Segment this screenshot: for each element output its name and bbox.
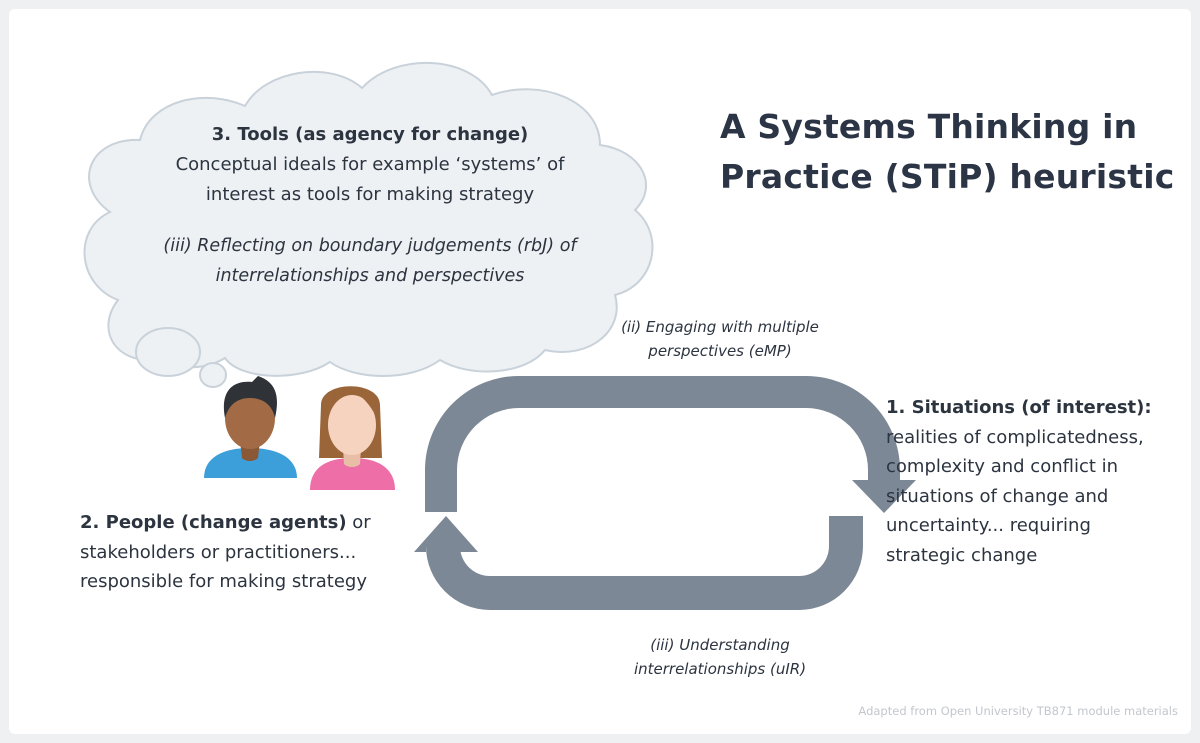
thought-cloud-shape	[83, 62, 654, 377]
tools-italic-line-2: interrelationships and perspectives	[215, 266, 525, 286]
engaging-perspectives-label: (ii) Engaging with multiple perspectives…	[570, 315, 870, 363]
tools-text-block: 3. Tools (as agency for change) Conceptu…	[120, 120, 620, 291]
page-title: A Systems Thinking in Practice (STiP) he…	[720, 102, 1180, 202]
thought-cloud-icon	[83, 62, 654, 388]
people-text-block: 2. People (change agents) or stakeholder…	[80, 508, 420, 597]
people-line-3: responsible for making strategy	[80, 571, 367, 592]
bottom-label-line-1: (iii) Understanding	[650, 636, 790, 654]
title-line-2: Practice (STiP) heuristic	[720, 157, 1175, 196]
tools-heading: 3. Tools (as agency for change)	[211, 124, 529, 145]
top-label-line-1: (ii) Engaging with multiple	[621, 318, 819, 336]
bottom-arrow-band	[414, 516, 863, 610]
source-credit: Adapted from Open University TB871 modul…	[858, 704, 1178, 718]
thought-bubble-medium	[135, 327, 201, 377]
people-heading: 2. People (change agents)	[80, 512, 347, 533]
tools-italic-line-1: (iii) Reflecting on boundary judgements …	[163, 236, 577, 256]
situations-line-2: complexity and conflict in	[886, 456, 1119, 477]
man-avatar-icon	[204, 376, 297, 478]
tools-reflection: (iii) Reflecting on boundary judgements …	[120, 231, 620, 291]
top-arrow-band	[425, 376, 916, 513]
bottom-label-line-2: interrelationships (uIR)	[633, 660, 807, 678]
situations-line-1: realities of complicatedness,	[886, 426, 1144, 448]
situations-heading: 1. Situations (of interest):	[886, 397, 1152, 418]
people-heading-tail: or	[346, 512, 371, 533]
thought-bubble-small	[199, 362, 227, 388]
situations-line-3: situations of change and	[886, 485, 1109, 507]
situations-line-4: uncertainty... requiring	[886, 515, 1091, 536]
tools-body-line-1: Conceptual ideals for example ‘systems’ …	[175, 154, 565, 175]
situations-line-5: strategic change	[886, 544, 1038, 566]
tools-body-line-2: interest as tools for making strategy	[205, 184, 535, 205]
cycle-arrows-icon	[414, 376, 916, 610]
people-line-2: stakeholders or practitioners...	[80, 541, 357, 563]
tools-description: Conceptual ideals for example ‘systems’ …	[120, 150, 620, 210]
top-label-line-2: perspectives (eMP)	[648, 342, 792, 360]
situations-text-block: 1. Situations (of interest): realities o…	[886, 393, 1186, 570]
title-line-1: A Systems Thinking in	[720, 107, 1138, 146]
woman-avatar-icon	[310, 386, 395, 490]
people-line-1: 2. People (change agents) or	[80, 508, 420, 538]
understanding-interrelationships-label: (iii) Understanding interrelationships (…	[570, 633, 870, 681]
